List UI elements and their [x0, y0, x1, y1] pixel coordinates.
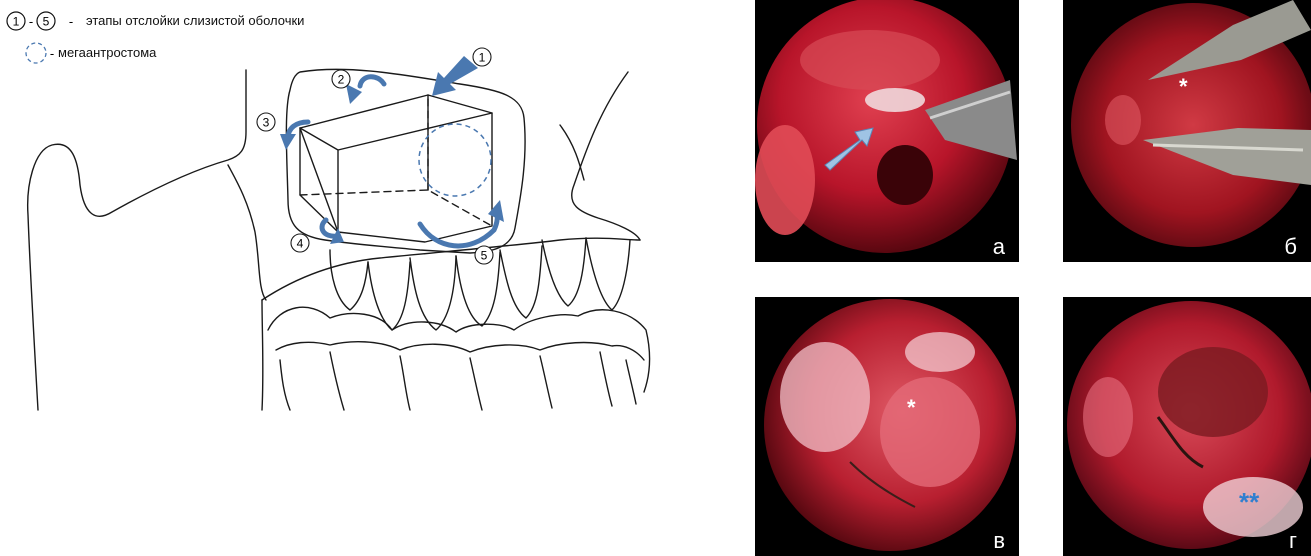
- photo-label-a: а: [993, 235, 1005, 259]
- stage-1-arrow: [432, 56, 478, 96]
- antrum-box: [300, 95, 492, 242]
- upper-tooth-6: [542, 238, 586, 306]
- stage-2-arrow: [360, 77, 384, 86]
- stage-marker-2: 2: [338, 73, 345, 87]
- endoscopy-photo-b: * б: [1063, 0, 1311, 262]
- photo-star-b: *: [1179, 74, 1188, 100]
- stage-marker-3: 3: [263, 116, 270, 130]
- stage-marker-5: 5: [481, 249, 488, 263]
- photo-star-v: *: [907, 395, 916, 421]
- stage-3-arrowhead: [280, 134, 296, 150]
- antrum-box-edges: [300, 113, 492, 232]
- upper-tooth-7: [586, 238, 630, 310]
- lower-tooth-7: [626, 360, 636, 404]
- endoscopy-photo-g: ** г: [1063, 297, 1311, 556]
- stage-marker-1: 1: [479, 51, 486, 65]
- endoscopy-photo-b-image: [1063, 0, 1311, 262]
- lower-tooth-5: [540, 356, 552, 408]
- megaantrostoma-circle: [419, 124, 491, 196]
- endoscopy-photo-g-image: [1063, 297, 1311, 556]
- lower-tooth-2: [330, 352, 344, 410]
- lower-tooth-3: [400, 356, 410, 410]
- upper-tooth-4: [456, 252, 500, 326]
- upper-crowns: [268, 307, 650, 392]
- nasal-profile: [572, 72, 640, 240]
- photo-label-v: в: [993, 529, 1005, 553]
- endoscopy-photo-v: * в: [755, 297, 1019, 556]
- stage-marker-4: 4: [297, 237, 304, 251]
- lower-jaw-line: [262, 300, 263, 410]
- photo-label-b: б: [1284, 235, 1297, 259]
- endoscopy-photo-v-image: [755, 297, 1019, 556]
- lower-tooth-4: [470, 358, 482, 410]
- upper-tooth-5: [500, 246, 542, 318]
- endoscopy-photo-a-image: [755, 0, 1019, 262]
- photo-label-g: г: [1289, 529, 1297, 553]
- lower-tooth-1: [280, 360, 290, 410]
- upper-tooth-1: [330, 250, 368, 310]
- endoscopy-photo-a: а: [755, 0, 1019, 262]
- mandible-outline: [28, 70, 246, 410]
- upper-tooth-3: [410, 256, 456, 330]
- photo-double-star-g: **: [1239, 487, 1259, 518]
- nasal-inner-line: [560, 125, 584, 180]
- upper-tooth-2: [368, 262, 410, 330]
- lower-tooth-6: [600, 352, 612, 406]
- ramus-inner-line: [228, 165, 266, 300]
- maxilla-diagram: 1 2 3 4 5: [0, 0, 700, 430]
